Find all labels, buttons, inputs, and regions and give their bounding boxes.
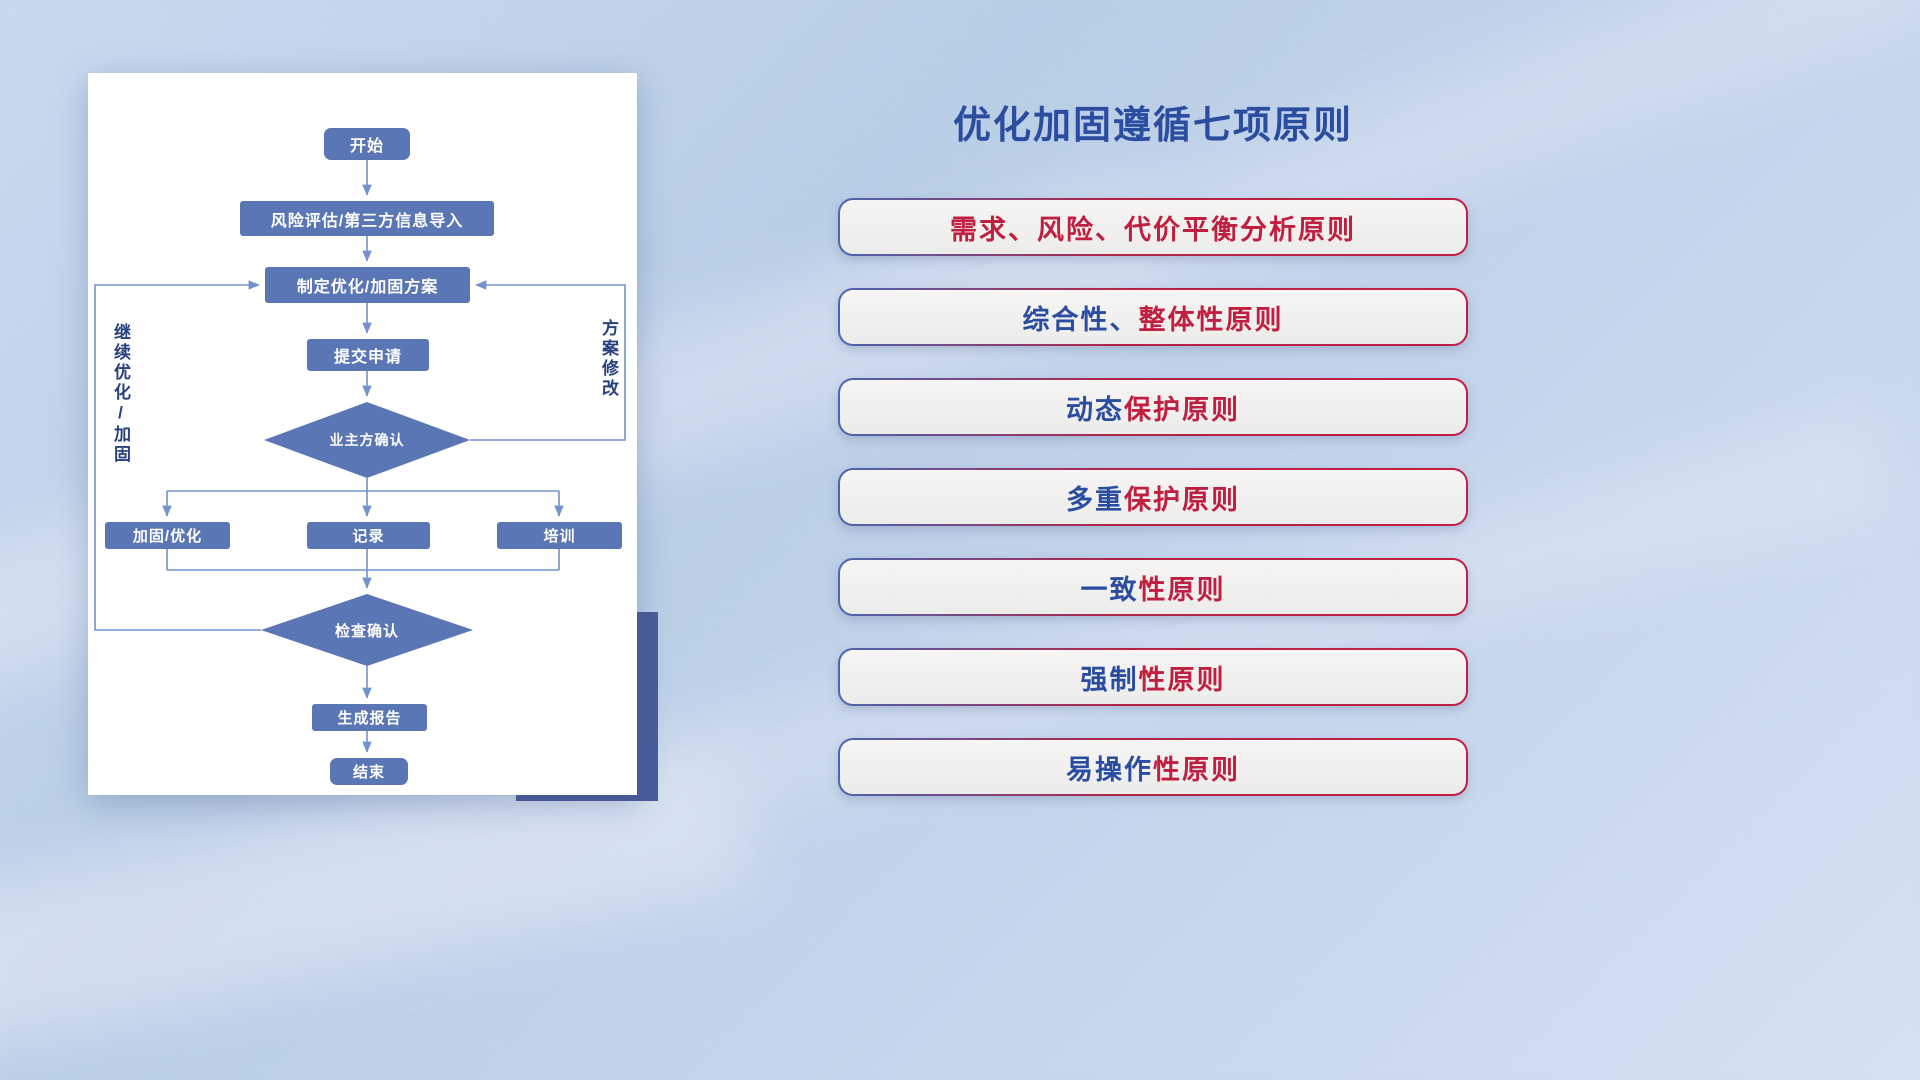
principle-text-segment: 强制 xyxy=(1080,664,1139,695)
principle-button[interactable]: 易操作性原则 xyxy=(838,738,1468,796)
principle-text-segment: 一致 xyxy=(1080,574,1139,605)
flow-node-generate-report: 生成报告 xyxy=(312,704,427,731)
flow-node-submit-application: 提交申请 xyxy=(307,339,429,371)
principle-label: 需求、风险、代价平衡分析原则 xyxy=(840,200,1466,254)
principle-text-segment: 需求、风险、代价平衡分析原则 xyxy=(950,214,1356,245)
principle-text-segment: 保护原则 xyxy=(1124,394,1240,425)
principle-text-segment: 综合性、 xyxy=(1022,304,1139,335)
flowchart-connectors xyxy=(94,160,626,753)
principle-text-segment: 动态 xyxy=(1066,394,1124,425)
principle-label: 一致性原则 xyxy=(840,560,1466,614)
principle-text-segment: 性原则 xyxy=(1153,754,1240,785)
principle-text-segment: 整体性原则 xyxy=(1138,304,1284,335)
principle-text-segment: 性原则 xyxy=(1138,574,1226,605)
flow-node-risk-assessment: 风险评估/第三方信息导入 xyxy=(240,201,494,236)
principle-button[interactable]: 综合性、整体性原则 xyxy=(838,288,1468,346)
principle-text-segment: 性原则 xyxy=(1138,664,1226,695)
page-title: 优化加固遵循七项原则 xyxy=(952,105,1353,147)
principle-button[interactable]: 多重保护原则 xyxy=(838,468,1468,526)
principle-button[interactable]: 动态保护原则 xyxy=(838,378,1468,436)
flow-node-record: 记录 xyxy=(307,522,430,549)
principle-label: 易操作性原则 xyxy=(840,740,1466,794)
flowchart-card: 开始 风险评估/第三方信息导入 制定优化/加固方案 提交申请 业主方确认 加固/… xyxy=(88,73,637,795)
principle-label: 综合性、整体性原则 xyxy=(840,290,1466,344)
flow-label-plan-revision: 方案修改 xyxy=(599,319,618,399)
flow-node-reinforce-optimize: 加固/优化 xyxy=(105,522,230,549)
principle-button[interactable]: 强制性原则 xyxy=(838,648,1468,706)
flow-node-end: 结束 xyxy=(330,758,408,785)
flow-node-training: 培训 xyxy=(497,522,622,549)
principle-label: 多重保护原则 xyxy=(840,470,1466,524)
principle-label: 动态保护原则 xyxy=(840,380,1466,434)
flow-node-start: 开始 xyxy=(324,128,410,160)
principle-label: 强制性原则 xyxy=(840,650,1466,704)
flow-node-make-plan: 制定优化/加固方案 xyxy=(265,267,470,303)
principle-button[interactable]: 需求、风险、代价平衡分析原则 xyxy=(838,198,1468,256)
principles-list: 需求、风险、代价平衡分析原则综合性、整体性原则动态保护原则多重保护原则一致性原则… xyxy=(838,198,1468,796)
flow-label-continue-optimize: 继续优化/加固 xyxy=(111,323,130,465)
principle-text-segment: 多重 xyxy=(1066,484,1124,515)
principle-text-segment: 保护原则 xyxy=(1124,484,1240,515)
principle-button[interactable]: 一致性原则 xyxy=(838,558,1468,616)
principle-text-segment: 易操作 xyxy=(1066,754,1153,785)
